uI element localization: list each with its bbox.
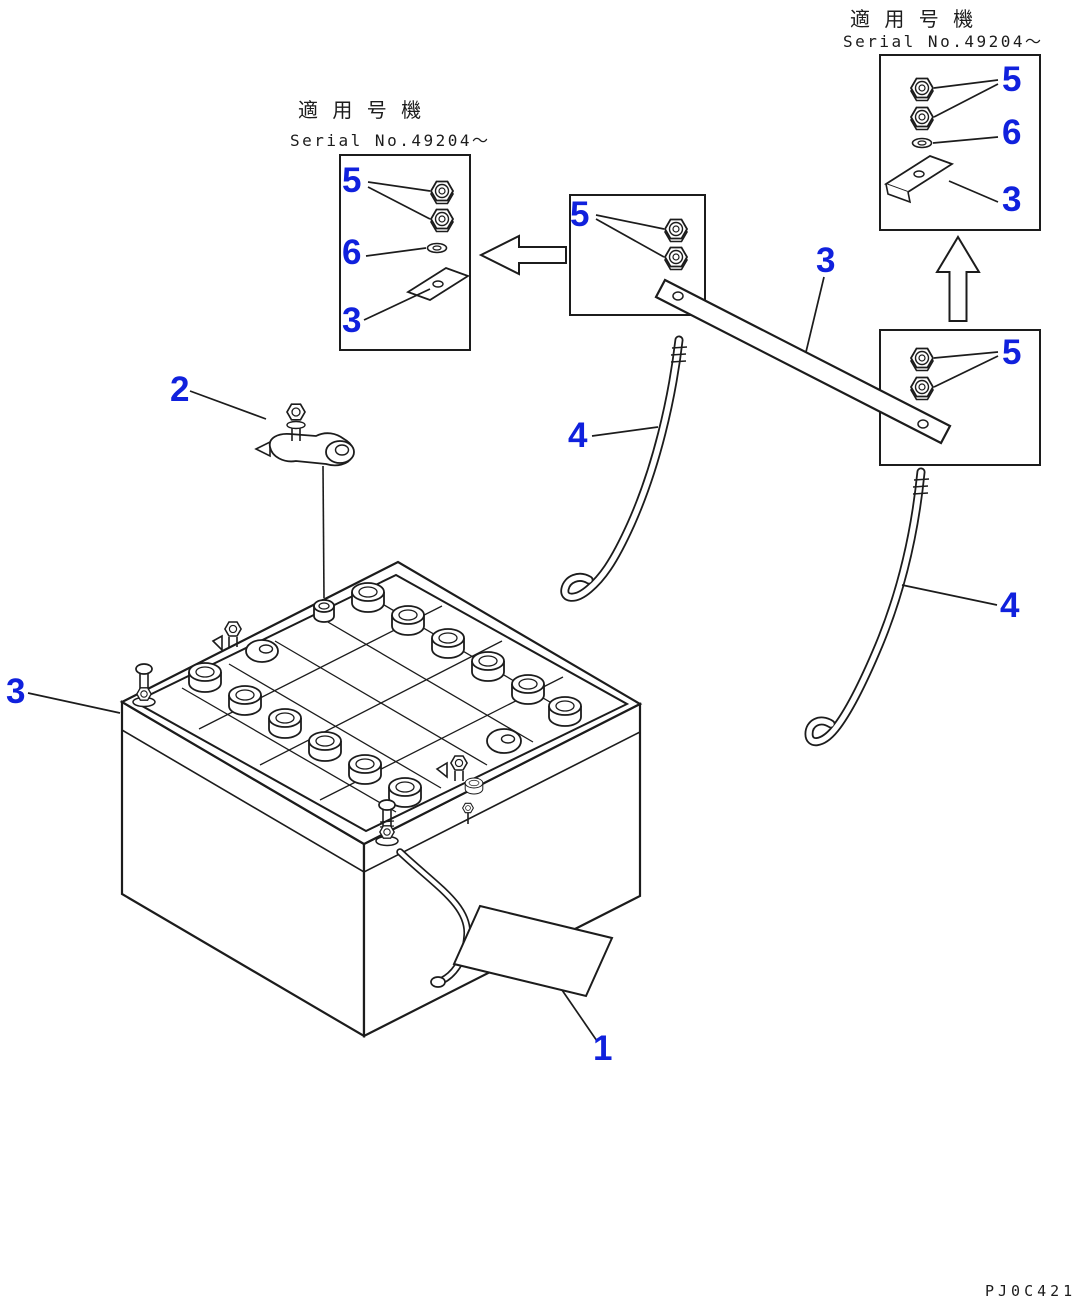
nut-icon [910, 347, 934, 372]
nut-icon [910, 77, 934, 102]
j-bolt-right [804, 467, 930, 747]
serial-note-right-value: Serial No.49204～ [843, 32, 1044, 51]
callout-3-bar: 3 [816, 241, 835, 280]
leader-lines [27, 79, 999, 1042]
detail-box-bottom-right-contents [910, 347, 934, 401]
callout-5-middle-box: 5 [570, 195, 589, 234]
cable-clamp-a [211, 621, 279, 663]
battery [119, 560, 643, 1038]
nut-icon [910, 106, 934, 131]
serial-note-left-title: 適 用 号 機 [298, 98, 425, 122]
serial-note-right-title: 適 用 号 機 [850, 7, 977, 31]
j-bolt-left [560, 335, 688, 602]
j-bolt-left-threads [670, 346, 688, 363]
hold-down-frame [132, 573, 630, 833]
terminal-clamp [254, 403, 355, 599]
arrow-left-icon [478, 234, 567, 276]
nut-icon [664, 246, 688, 271]
arrow-up-icon [935, 235, 981, 322]
vent-tube [396, 848, 471, 988]
washer-icon [426, 242, 448, 254]
bracket-plate [883, 155, 955, 193]
detail-box-middle-contents [664, 218, 688, 271]
callout-6-left-box: 6 [342, 233, 361, 272]
frame-bolt-west [132, 663, 156, 708]
callout-5-bottom-right-box: 5 [1002, 333, 1021, 372]
callout-4-left-bolt: 4 [568, 416, 588, 455]
nut-icon [430, 180, 454, 205]
battery-terminal-post [313, 599, 335, 623]
j-bolt-right-threads [912, 478, 930, 495]
detail-box-middle [569, 194, 706, 316]
hold-down-bar [654, 278, 952, 445]
serial-note-left-value: Serial No.49204～ [290, 131, 491, 150]
nut-icon [910, 376, 934, 401]
battery-label-plate [452, 904, 614, 998]
nut-icon [664, 218, 688, 243]
callout-4-right-bolt: 4 [1000, 586, 1020, 625]
callout-3-left-box: 3 [342, 301, 361, 340]
detail-box-top-right-contents [883, 77, 955, 204]
callout-1-battery: 1 [593, 1029, 612, 1068]
callout-5-left-box: 5 [342, 161, 361, 200]
callout-3-top-right-box: 3 [1002, 180, 1021, 219]
callout-5-top-right-box: 5 [1002, 60, 1021, 99]
detail-box-left-contents [405, 180, 471, 301]
drawing-code: PJ0C421 [985, 1282, 1076, 1300]
callout-3-battery-frame: 3 [6, 672, 25, 711]
detail-box-top-right [879, 54, 1041, 231]
callout-6-top-right-box: 6 [1002, 113, 1021, 152]
frame-bolt-south [375, 799, 399, 847]
nut-icon [430, 208, 454, 233]
callout-2-terminal-clamp: 2 [170, 370, 189, 409]
clamp-to-post-line [322, 465, 325, 599]
cable-clamp-b [435, 728, 522, 824]
washer-icon [911, 137, 933, 149]
detail-box-left [339, 154, 471, 351]
battery-case-lip [121, 729, 641, 873]
